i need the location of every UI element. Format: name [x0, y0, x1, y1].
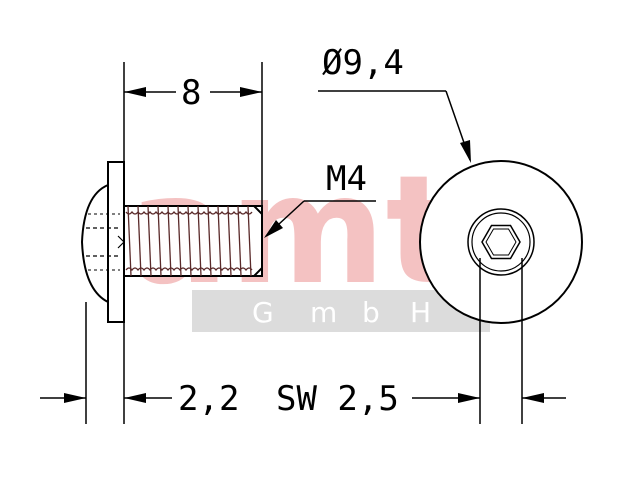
- dimension-length: [124, 62, 262, 206]
- dimension-thread-label: M4: [326, 159, 367, 199]
- arrowhead: [124, 393, 146, 403]
- screw-front-view: [420, 161, 582, 323]
- screw-tip-chamfer: [254, 206, 262, 276]
- socket-outer-circle: [468, 209, 534, 275]
- dimension-socket-label: SW 2,5: [276, 379, 399, 419]
- dimension-socket: [412, 258, 566, 424]
- hex-socket: [482, 226, 520, 259]
- dimension-length-label: 8: [181, 73, 201, 113]
- arrowhead: [458, 393, 480, 403]
- watermark-letter-b: b: [362, 296, 382, 329]
- arrowhead: [64, 393, 86, 403]
- screw-shank: [124, 206, 262, 276]
- screw-head-dome: [82, 185, 108, 302]
- hex-socket-inner: [486, 229, 516, 255]
- watermark-letter-m: m: [310, 296, 339, 329]
- dimension-diameter-leader: [318, 91, 471, 163]
- dimension-diameter-label: Ø9,4: [322, 43, 404, 83]
- arrowhead: [240, 87, 262, 97]
- dimension-head-height-label: 2,2: [178, 379, 239, 419]
- watermark-letter-g: G: [252, 296, 276, 329]
- dimension-head-height: [40, 302, 172, 424]
- head-outline-circle: [420, 161, 582, 323]
- screw-side-view: [82, 162, 262, 322]
- socket-inner-circle: [472, 213, 530, 271]
- arrowhead: [124, 87, 146, 97]
- screw-thread: [126, 206, 252, 276]
- dimension-thread-leader: [264, 201, 376, 238]
- arrowhead: [264, 220, 283, 238]
- arrowhead: [522, 393, 544, 403]
- screw-head-flange: [108, 162, 124, 322]
- watermark-letter-h: H: [410, 296, 433, 329]
- arrowhead: [460, 140, 471, 163]
